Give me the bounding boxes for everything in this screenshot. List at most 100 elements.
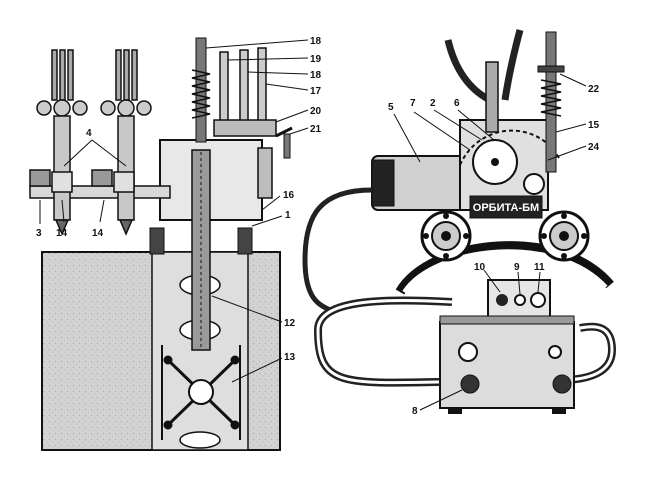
leader-10 bbox=[483, 269, 501, 293]
leader-16 bbox=[261, 195, 281, 211]
leader-13 bbox=[231, 357, 283, 383]
front-view-assembly bbox=[29, 37, 293, 451]
torch-boom bbox=[29, 185, 171, 199]
leader-21 bbox=[275, 109, 309, 123]
control-box-top bbox=[439, 315, 575, 325]
leader-9 bbox=[517, 271, 521, 295]
wire-guide-17 bbox=[257, 47, 267, 129]
nameplate-text: ОРБИТА-БМ bbox=[473, 202, 539, 214]
leader-22 bbox=[289, 127, 309, 135]
leader-6 bbox=[457, 109, 495, 141]
guide-ring bbox=[395, 241, 614, 295]
top-hose-right bbox=[501, 29, 524, 101]
control-box-foot-left bbox=[448, 408, 462, 414]
control-box-foot-right bbox=[552, 408, 566, 414]
callout-5: 5 bbox=[388, 102, 394, 113]
callout-8: 8 bbox=[412, 406, 418, 417]
side-view-assembly: ОРБИТА-БМ bbox=[302, 29, 617, 414]
torch-left bbox=[29, 49, 88, 236]
callout-19: 18 bbox=[310, 70, 322, 81]
wire-guide-19 bbox=[239, 49, 249, 129]
torch-right bbox=[91, 49, 152, 236]
torch-knob bbox=[537, 65, 565, 73]
callout-4: 4 bbox=[86, 128, 92, 139]
leader-15 bbox=[555, 123, 587, 133]
leader-11 bbox=[537, 271, 541, 293]
nameplate bbox=[469, 195, 543, 219]
callout-7: 7 bbox=[410, 98, 416, 109]
guide-bracket bbox=[213, 119, 277, 137]
callout-17: 17 bbox=[310, 86, 322, 97]
callout-2: 2 bbox=[430, 98, 436, 109]
pipe-oval-3 bbox=[179, 431, 221, 449]
gear-hub bbox=[491, 158, 499, 166]
callout-23: 22 bbox=[588, 84, 600, 95]
leader-19 bbox=[247, 71, 309, 75]
callout-18: 18 bbox=[310, 36, 322, 47]
callout-12: 12 bbox=[284, 318, 296, 329]
wire-guide-20 bbox=[219, 51, 229, 129]
output-cable-inner bbox=[559, 325, 614, 382]
callout-14b: 14 bbox=[92, 228, 104, 239]
callout-13: 13 bbox=[284, 352, 296, 363]
remote-knob-11 bbox=[530, 292, 546, 308]
callout-1: 1 bbox=[285, 210, 291, 221]
feed-spring bbox=[191, 69, 211, 119]
callout-14a: 14 bbox=[56, 228, 68, 239]
leader-5 bbox=[393, 113, 421, 163]
callout-3: 3 bbox=[36, 228, 42, 239]
leader-17 bbox=[265, 83, 309, 91]
callout-15: 15 bbox=[588, 120, 600, 131]
callout-21: 20 bbox=[310, 106, 322, 117]
carriage-side-box bbox=[257, 147, 273, 199]
callout-16: 16 bbox=[283, 190, 295, 201]
leader-20 bbox=[227, 57, 309, 61]
leader-14a bbox=[61, 199, 65, 223]
leader-18 bbox=[205, 39, 309, 49]
carriage-housing bbox=[159, 139, 263, 221]
control-cable-loop bbox=[313, 296, 453, 387]
leader-2 bbox=[433, 109, 483, 141]
leader-4b bbox=[91, 139, 127, 167]
top-hose-left bbox=[444, 39, 492, 104]
callout-11: 11 bbox=[534, 262, 545, 273]
callouts: 18 19 18 17 20 21 16 1 12 13 4 3 bbox=[36, 36, 600, 417]
gear-small bbox=[523, 173, 545, 195]
socket-right bbox=[552, 374, 572, 394]
carriage-track-left bbox=[149, 227, 165, 255]
leader-8 bbox=[419, 389, 463, 411]
spider-clamp bbox=[163, 355, 240, 430]
leader-24 bbox=[547, 145, 587, 161]
callout-10: 10 bbox=[474, 262, 486, 273]
motor-cable bbox=[302, 187, 373, 313]
torch-spring bbox=[540, 79, 562, 117]
wheel-right bbox=[538, 210, 590, 262]
callout-6: 6 bbox=[454, 98, 460, 109]
socket-left bbox=[460, 374, 480, 394]
callout-9: 9 bbox=[514, 262, 520, 273]
motor-end-cap bbox=[371, 159, 395, 207]
guide-ring-inner bbox=[402, 249, 608, 294]
wheel-left bbox=[420, 210, 472, 262]
clamp-handle-grip bbox=[283, 133, 291, 159]
control-box bbox=[439, 321, 575, 409]
drive-chain-arc bbox=[459, 129, 561, 166]
remote-switch-9 bbox=[514, 294, 526, 306]
feed-screw bbox=[195, 37, 207, 143]
leader-4a bbox=[63, 139, 93, 167]
control-lamp bbox=[548, 345, 562, 359]
remote-knob-10 bbox=[496, 294, 508, 306]
leader-1 bbox=[251, 215, 283, 227]
control-gauge bbox=[458, 342, 478, 362]
torch-body bbox=[485, 61, 499, 133]
leader-7 bbox=[413, 111, 471, 151]
leader-14b bbox=[99, 199, 105, 223]
callout-22: 21 bbox=[310, 124, 322, 135]
callout-20: 19 bbox=[310, 54, 322, 65]
leader-23 bbox=[559, 73, 587, 87]
leader-12 bbox=[211, 295, 283, 323]
clamp-handle bbox=[275, 126, 293, 138]
control-cable-loop-inner bbox=[316, 298, 453, 385]
